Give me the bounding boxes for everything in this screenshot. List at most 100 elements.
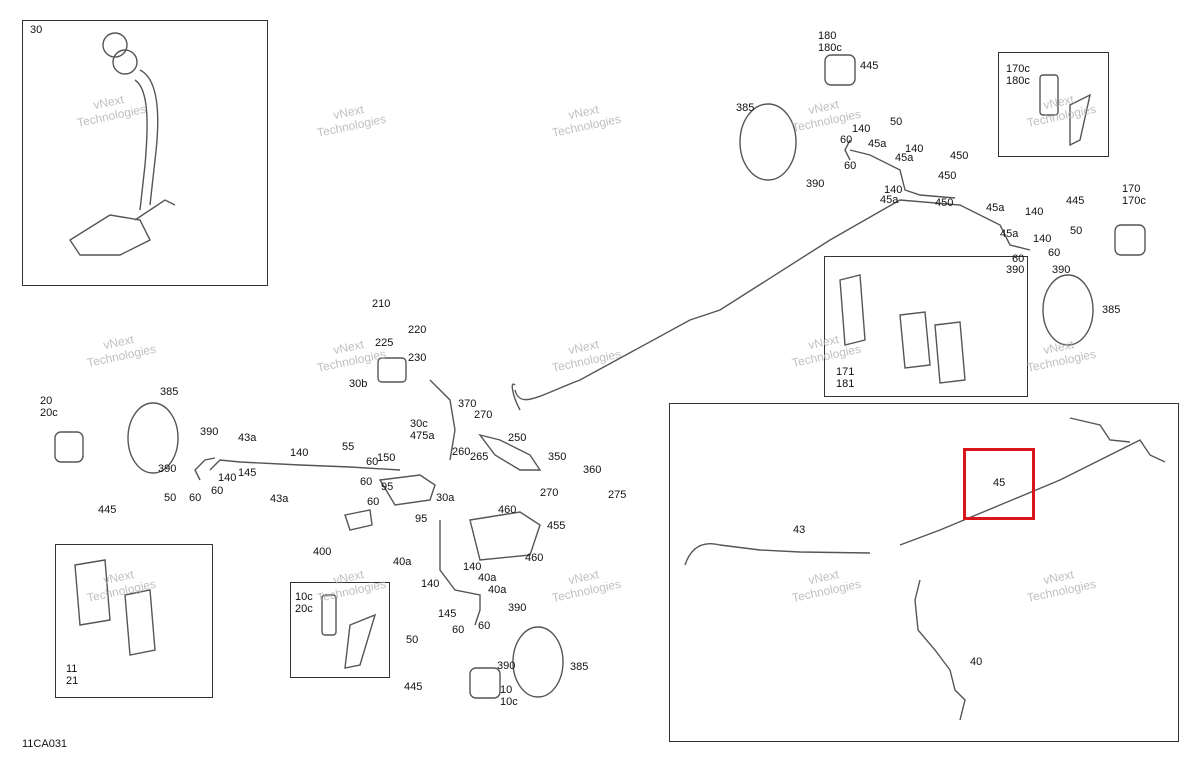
part-label[interactable]: 445	[404, 681, 423, 693]
part-label[interactable]: 140	[884, 184, 903, 196]
part-label[interactable]: 170	[1122, 183, 1141, 195]
part-label[interactable]: 45a	[895, 152, 914, 164]
part-label[interactable]: 455	[547, 520, 566, 532]
part-label[interactable]: 370	[458, 398, 477, 410]
part-label[interactable]: 60	[360, 476, 373, 488]
box-label-rear-kit-2: 180c	[1006, 75, 1030, 87]
part-label[interactable]: 50	[406, 634, 419, 646]
brake-disc	[739, 103, 797, 181]
part-label[interactable]: 140	[463, 561, 482, 573]
part-label[interactable]: 450	[938, 170, 957, 182]
part-label[interactable]: 460	[498, 504, 517, 516]
box-label-rear-pads-2: 21	[66, 675, 79, 687]
part-label[interactable]: 385	[736, 102, 755, 114]
part-label[interactable]: 43a	[270, 493, 289, 505]
part-label[interactable]: 150	[377, 452, 396, 464]
part-label[interactable]: 270	[540, 487, 559, 499]
part-label[interactable]: 40a	[393, 556, 412, 568]
part-label-40[interactable]: 40	[970, 656, 983, 668]
part-label[interactable]: 460	[525, 552, 544, 564]
part-label[interactable]: 45a	[880, 194, 899, 206]
box-label-front-pads-2: 181	[836, 378, 855, 390]
part-label[interactable]: 170c	[1122, 195, 1146, 207]
part-label[interactable]: 60	[844, 160, 857, 172]
part-label[interactable]: 220	[408, 324, 427, 336]
part-label[interactable]: 390	[1006, 264, 1025, 276]
part-label[interactable]: 60	[366, 456, 379, 468]
part-label[interactable]: 30c	[410, 418, 428, 430]
part-label[interactable]: 140	[1033, 233, 1052, 245]
part-label[interactable]: 45a	[868, 138, 887, 150]
part-label[interactable]: 390	[497, 660, 516, 672]
box-label-rear-kit-1: 170c	[1006, 63, 1030, 75]
box-label-master-cylinder: 30	[30, 24, 43, 36]
part-label[interactable]: 30a	[436, 492, 455, 504]
part-label[interactable]: 40a	[488, 584, 507, 596]
part-label[interactable]: 140	[290, 447, 309, 459]
part-label[interactable]: 50	[164, 492, 177, 504]
part-label[interactable]: 45a	[1000, 228, 1019, 240]
part-label[interactable]: 385	[1102, 304, 1121, 316]
part-label[interactable]: 140	[421, 578, 440, 590]
part-label[interactable]: 180c	[818, 42, 842, 54]
part-label[interactable]: 445	[860, 60, 879, 72]
part-label[interactable]: 50	[890, 116, 903, 128]
part-label[interactable]: 445	[1066, 195, 1085, 207]
part-label[interactable]: 95	[415, 513, 428, 525]
rear-pads-box	[55, 544, 213, 698]
part-label[interactable]: 385	[160, 386, 179, 398]
part-label[interactable]: 350	[548, 451, 567, 463]
part-label[interactable]: 385	[570, 661, 589, 673]
part-label[interactable]: 50	[1070, 225, 1083, 237]
part-label[interactable]: 60	[189, 492, 202, 504]
master-cylinder-lines	[139, 69, 159, 206]
part-label[interactable]: 390	[1052, 264, 1071, 276]
part-label[interactable]: 265	[470, 451, 489, 463]
part-label[interactable]: 45a	[986, 202, 1005, 214]
part-label[interactable]: 10	[500, 684, 513, 696]
part-label[interactable]: 145	[238, 467, 257, 479]
part-label[interactable]: 140	[852, 123, 871, 135]
part-label[interactable]: 60	[1012, 253, 1025, 265]
part-label[interactable]: 450	[950, 150, 969, 162]
part-label[interactable]: 390	[806, 178, 825, 190]
part-label[interactable]: 390	[508, 602, 527, 614]
part-label[interactable]: 140	[905, 143, 924, 155]
part-label[interactable]: 20c	[40, 407, 58, 419]
part-label[interactable]: 445	[98, 504, 117, 516]
part-label[interactable]: 400	[313, 546, 332, 558]
part-label[interactable]: 390	[200, 426, 219, 438]
part-label[interactable]: 30b	[349, 378, 368, 390]
part-label[interactable]: 180	[818, 30, 837, 42]
part-label[interactable]: 225	[375, 337, 394, 349]
part-label-43[interactable]: 43	[793, 524, 806, 536]
part-label[interactable]: 95	[381, 481, 394, 493]
part-label-45[interactable]: 45	[993, 477, 1006, 489]
part-label[interactable]: 140	[1025, 206, 1044, 218]
part-label[interactable]: 260	[452, 446, 471, 458]
part-label[interactable]: 390	[158, 463, 177, 475]
part-label[interactable]: 60	[840, 134, 853, 146]
part-label[interactable]: 60	[211, 485, 224, 497]
part-label[interactable]: 20	[40, 395, 53, 407]
part-label[interactable]: 475a	[410, 430, 435, 442]
part-label[interactable]: 230	[408, 352, 427, 364]
part-label[interactable]: 250	[508, 432, 527, 444]
part-label[interactable]: 450	[935, 197, 954, 209]
part-label[interactable]: 210	[372, 298, 391, 310]
part-label[interactable]: 270	[474, 409, 493, 421]
part-label[interactable]: 360	[583, 464, 602, 476]
part-label[interactable]: 145	[438, 608, 457, 620]
part-label[interactable]: 275	[608, 489, 627, 501]
bleeder-kit-box	[290, 582, 390, 678]
part-label[interactable]: 60	[478, 620, 491, 632]
part-label[interactable]: 140	[218, 472, 237, 484]
part-label[interactable]: 40a	[478, 572, 497, 584]
part-label[interactable]: 60	[452, 624, 465, 636]
part-label[interactable]: 10c	[500, 696, 518, 708]
part-label[interactable]: 60	[367, 496, 380, 508]
part-45-highlight[interactable]	[963, 448, 1035, 520]
part-label[interactable]: 55	[342, 441, 355, 453]
part-label[interactable]: 43a	[238, 432, 257, 444]
part-label[interactable]: 60	[1048, 247, 1061, 259]
